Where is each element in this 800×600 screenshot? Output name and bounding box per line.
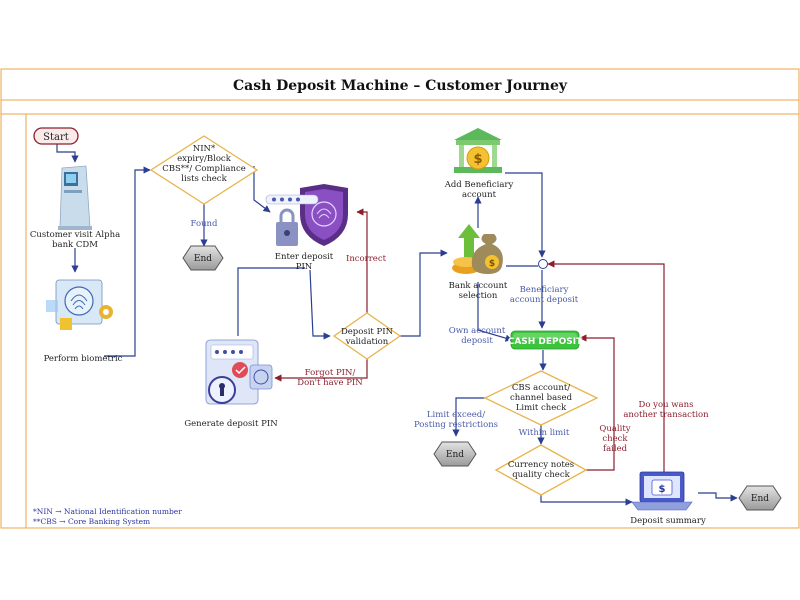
svg-text:$: $: [473, 152, 482, 167]
currency-check-line-1: Currency notes: [508, 460, 574, 470]
nin-check-line-2: expiry/Block: [177, 154, 232, 164]
money-bags-icon: $: [452, 224, 503, 274]
page-title: Cash Deposit Machine – Customer Journey: [233, 78, 568, 94]
customer-visit-label-1: Customer visit Alpha: [30, 230, 120, 240]
bank-account-selection-label-2: selection: [459, 291, 498, 301]
flow-edges-red: [274, 208, 665, 472]
bank-account-selection-label-1: Bank account: [449, 281, 508, 291]
enter-pin-label-2: PIN: [296, 262, 313, 272]
end-node-limit: End: [433, 441, 477, 467]
generate-pin-icon: [205, 339, 273, 405]
found-edge-label: Found: [191, 219, 218, 229]
currency-check-line-2: quality check: [512, 470, 570, 480]
pin-validation-line-1: Deposit PIN: [341, 327, 394, 337]
end-node-final: End: [738, 485, 782, 511]
limit-exceed-label-2: Posting restrictions: [414, 420, 498, 430]
cbs-check-line-1: CBS account/: [512, 383, 570, 393]
end-node-found: End: [182, 245, 224, 271]
perform-biometric-label: Perform biometric: [44, 354, 123, 364]
cash-deposit-label: CASH DEPOSIT: [508, 337, 583, 347]
svg-text:$: $: [659, 484, 666, 495]
cash-deposit-badge: CASH DEPOSIT: [508, 330, 583, 350]
forgot-pin-label-2: Don't have PIN: [297, 378, 363, 388]
bank-building-icon: $: [454, 128, 502, 173]
customer-visit-label-2: bank CDM: [52, 240, 98, 250]
currency-quality-check-decision: Currency notes quality check: [494, 444, 588, 496]
incorrect-edge-label: Incorrect: [346, 254, 387, 264]
quality-failed-label-1: Quality: [599, 424, 630, 434]
forgot-pin-label-1: Forgot PIN/: [305, 368, 356, 378]
pin-shield-icon: [265, 184, 348, 246]
enter-pin-label-1: Enter deposit: [275, 252, 334, 262]
cdm-kiosk-icon: [58, 165, 92, 230]
quality-failed-label-3: failed: [603, 444, 628, 454]
another-transaction-label-1: Do you wans: [639, 400, 694, 410]
deposit-summary-label: Deposit summary: [630, 516, 706, 526]
nin-check-line-3: CBS**/ Compliance: [162, 164, 246, 174]
beneficiary-deposit-label-2: account deposit: [510, 295, 579, 305]
start-node: Start: [33, 127, 79, 145]
flow-edges: [56, 144, 738, 506]
beneficiary-deposit-label-1: Beneficiary: [520, 285, 569, 295]
nin-compliance-check-decision: NIN* expiry/Block CBS**/ Compliance list…: [149, 135, 259, 205]
svg-text:$: $: [489, 259, 495, 269]
generate-pin-label: Generate deposit PIN: [184, 419, 278, 429]
legend-nin: *NIN → National Identification number: [33, 507, 182, 516]
cbs-check-line-2: channel based: [510, 393, 573, 403]
within-limit-label: Within limit: [519, 428, 570, 438]
pin-validation-decision: Deposit PIN validation: [332, 312, 402, 360]
end-found-label: End: [194, 254, 212, 264]
pin-validation-line-2: validation: [345, 337, 389, 347]
own-account-label-1: Own account: [449, 326, 506, 336]
biometric-icon: [46, 279, 113, 330]
another-transaction-label-2: another transaction: [623, 410, 709, 420]
end-limit-label: End: [446, 450, 464, 460]
laptop-summary-icon: $: [631, 471, 693, 511]
add-beneficiary-label-2: account: [462, 190, 497, 200]
nin-check-line-4: lists check: [181, 174, 227, 184]
add-beneficiary-label-1: Add Beneficiary: [444, 180, 514, 190]
nin-check-line-1: NIN*: [193, 144, 216, 154]
merge-junction: [538, 259, 548, 269]
quality-failed-label-2: check: [602, 434, 628, 444]
start-label: Start: [43, 132, 69, 143]
own-account-label-2: deposit: [461, 336, 493, 346]
end-final-label: End: [751, 494, 769, 504]
cbs-limit-check-decision: CBS account/ channel based Limit check: [483, 370, 599, 426]
outer-frame: [0, 68, 800, 529]
limit-exceed-label-1: Limit exceed/: [427, 410, 485, 420]
legend-cbs: **CBS → Core Banking System: [33, 517, 150, 526]
cbs-check-line-3: Limit check: [516, 403, 567, 413]
